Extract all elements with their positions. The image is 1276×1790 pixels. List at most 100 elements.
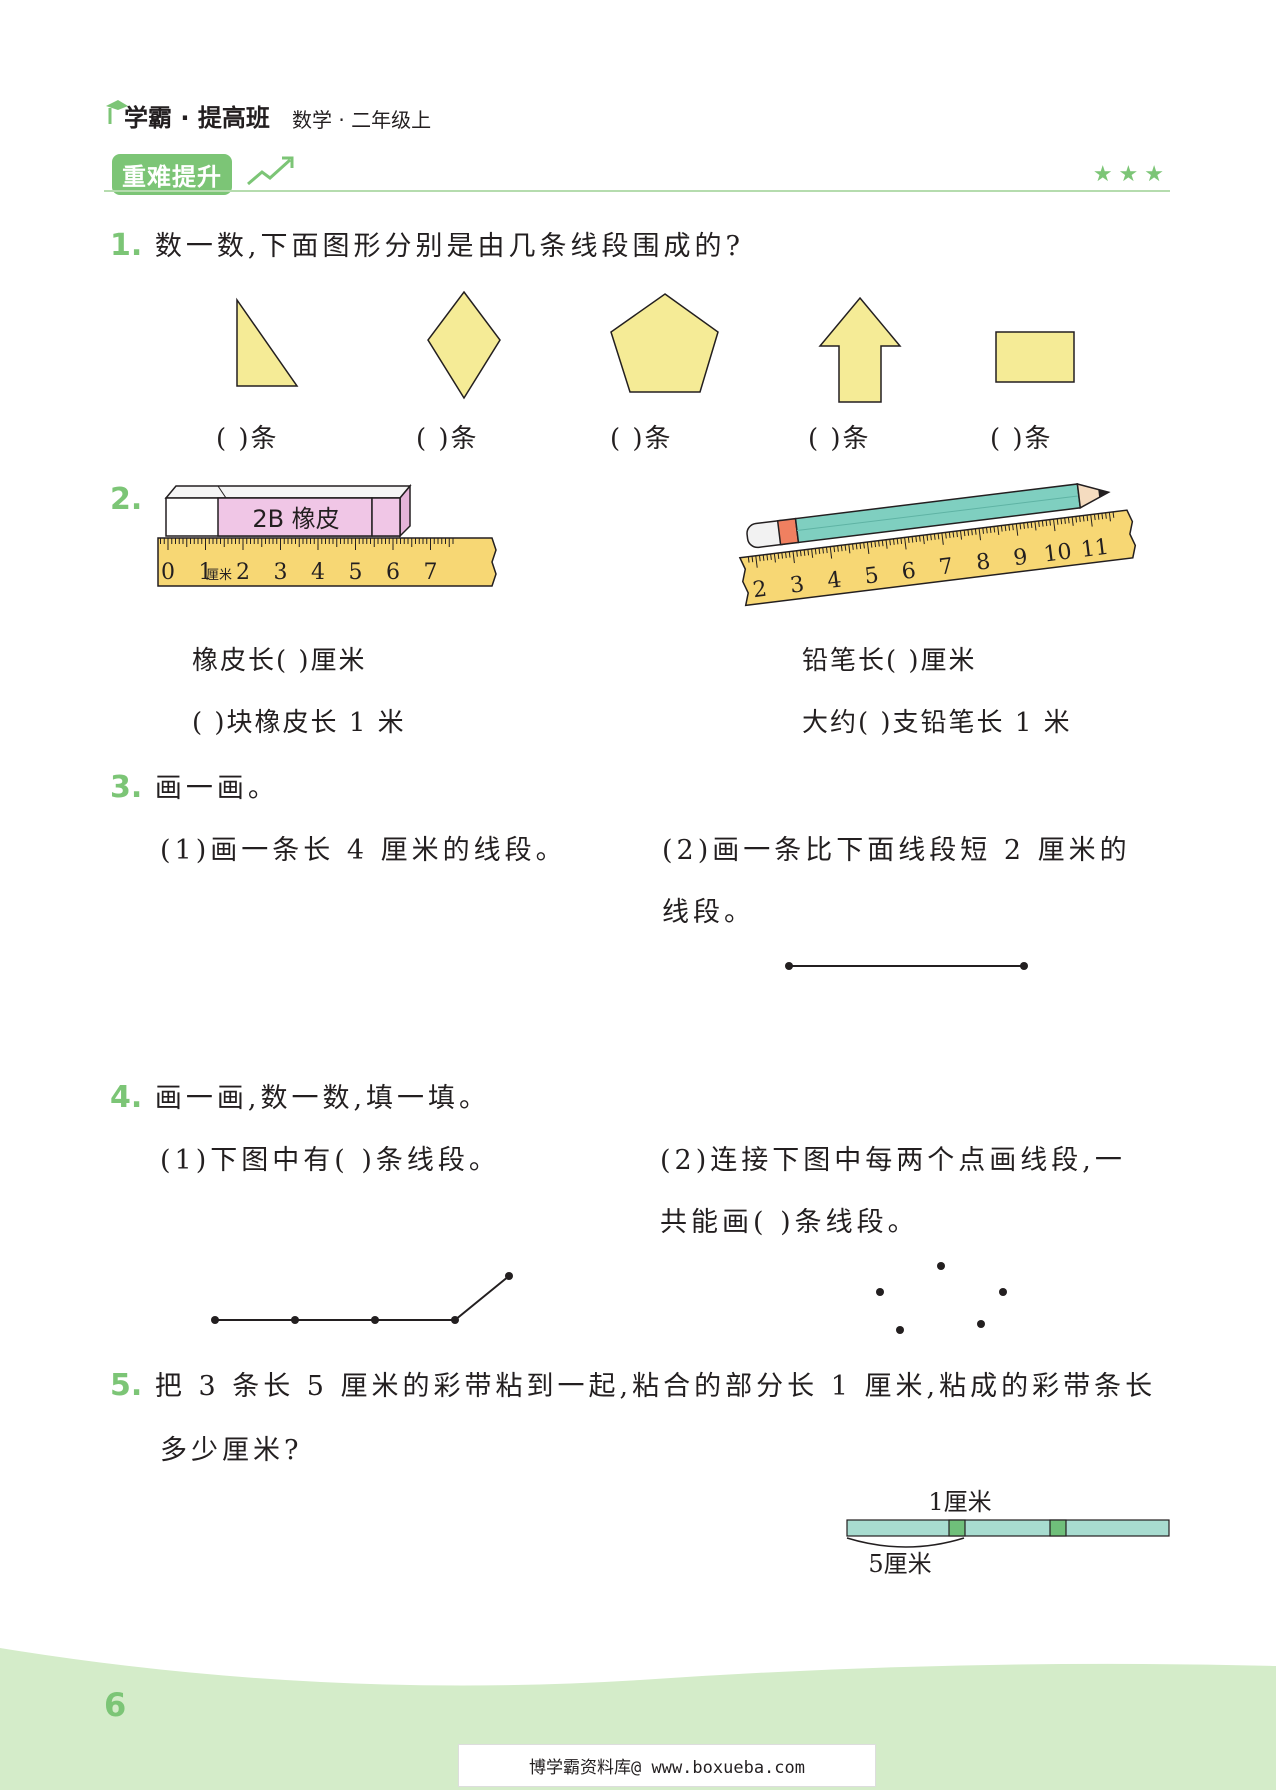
ruler-tick xyxy=(1064,517,1066,524)
ruler-tick xyxy=(1038,520,1040,528)
ruler-tick xyxy=(933,533,936,540)
ruler-label: 6 xyxy=(900,558,917,585)
ruler-label: 8 xyxy=(975,549,992,576)
q3-drawing-area[interactable] xyxy=(160,880,620,1040)
ruler-tick xyxy=(1105,512,1107,519)
ruler-tick xyxy=(874,541,877,548)
ruler-tick xyxy=(792,551,795,564)
q1-answer-4[interactable]: ( )条 xyxy=(808,424,871,454)
ruler-tick xyxy=(837,545,839,552)
ruler-tick xyxy=(900,537,903,544)
ruler-tick xyxy=(952,531,955,538)
ruler-tick xyxy=(859,542,862,549)
q1-answer-1[interactable]: ( )条 xyxy=(216,424,279,454)
ruler-tick xyxy=(751,556,754,563)
ruler-label: 1 xyxy=(199,560,213,585)
ruler-tick xyxy=(1049,519,1052,526)
subject-title: 数学 · 二年级上 xyxy=(292,108,432,132)
ruler-tick xyxy=(959,530,963,540)
ruler-label: 0 xyxy=(161,560,175,585)
question-number: 5. xyxy=(110,1368,143,1403)
ruler-tick xyxy=(1086,515,1089,522)
ruler-tick xyxy=(1045,520,1048,527)
ruler-tick xyxy=(967,529,970,536)
ruler-tick xyxy=(840,545,843,552)
ruler-tick xyxy=(1012,524,1014,531)
ruler-tick xyxy=(963,530,966,537)
q4-dots-figure[interactable] xyxy=(860,1254,1020,1344)
ruler-tick xyxy=(974,528,977,535)
ruler-tick xyxy=(1090,514,1093,527)
arrow-shape xyxy=(818,296,902,403)
ruler-tick xyxy=(833,546,836,553)
ruler-tick xyxy=(829,546,833,559)
ruler-tick xyxy=(896,538,899,545)
ruler-2-ticks xyxy=(747,511,1115,568)
ruler-tick xyxy=(788,551,791,558)
ruler-tick xyxy=(1067,517,1070,524)
right-triangle-shape xyxy=(236,297,299,387)
ruler-tick xyxy=(889,539,891,546)
eraser-count-answer[interactable]: ( )块橡皮长 1 米 xyxy=(192,708,406,738)
ruler-tick xyxy=(1030,521,1033,528)
length-label: 5厘米 xyxy=(868,1550,931,1578)
ruler-tick xyxy=(930,534,932,541)
ruler-tick xyxy=(1097,513,1100,520)
question-4: 4. 画一画,数一数,填一填。 xyxy=(110,1076,490,1115)
page-number: 6 xyxy=(104,1686,127,1724)
ruler-label: 11 xyxy=(1080,535,1111,563)
footer-wave xyxy=(0,1648,1276,1790)
question-number: 1. xyxy=(110,228,143,263)
section-tag-label: 重难提升 xyxy=(122,163,222,191)
ruler-tick xyxy=(799,550,802,557)
ruler-tick xyxy=(1008,524,1011,531)
ruler-tick xyxy=(747,556,750,563)
ruler-label: 6 xyxy=(386,560,400,585)
question-5-line-2: 多少厘米? xyxy=(160,1435,303,1466)
ruler-tick xyxy=(1034,521,1037,531)
ruler-tick xyxy=(796,550,798,557)
q4-part-2-line-2[interactable]: 共能画( )条线段。 xyxy=(660,1207,919,1238)
ruler-tick xyxy=(1071,516,1074,526)
pencil-length-answer[interactable]: 铅笔长( )厘米 xyxy=(802,646,977,676)
ribbon-figure: 1厘米 5厘米 xyxy=(846,1488,1170,1578)
ruler-label: 2 xyxy=(236,560,250,585)
q1-answer-5[interactable]: ( )条 xyxy=(990,424,1053,454)
ruler-tick xyxy=(811,548,814,558)
ruler-tick xyxy=(773,553,776,563)
eraser-label: 2B 橡皮 xyxy=(252,505,339,533)
ruler-tick xyxy=(844,544,847,551)
ruler-tick xyxy=(1082,515,1085,522)
ruler-label: 2 xyxy=(751,577,768,604)
eraser-length-answer[interactable]: 橡皮长( )厘米 xyxy=(192,646,367,676)
pencil-count-answer[interactable]: 大约( )支铅笔长 1 米 xyxy=(802,708,1072,738)
trend-arrow-icon xyxy=(247,156,294,186)
ruler-1-ticks xyxy=(160,538,454,550)
q1-answer-2[interactable]: ( )条 xyxy=(416,424,479,454)
ruler-tick xyxy=(948,531,951,538)
q1-answer-3[interactable]: ( )条 xyxy=(610,424,673,454)
section-tag: 重难提升 xyxy=(112,154,232,195)
ruler-tick xyxy=(1019,523,1022,530)
ruler-tick xyxy=(848,544,851,554)
ruler-tick xyxy=(1093,514,1096,521)
q3-part-1: (1)画一条长 4 厘米的线段。 xyxy=(160,835,567,866)
question-number: 3. xyxy=(110,770,143,805)
ruler-tick xyxy=(945,532,947,539)
ruler-tick xyxy=(807,549,810,556)
ruler-tick xyxy=(870,541,873,548)
ruler-tick xyxy=(1026,522,1029,529)
question-2-number: 2. xyxy=(110,482,143,517)
q4-part-1[interactable]: (1)下图中有( )条线段。 xyxy=(160,1145,500,1176)
ruler-tick xyxy=(755,555,758,568)
ruler-tick xyxy=(863,542,865,549)
question-number: 4. xyxy=(110,1080,143,1115)
ruler-tick xyxy=(1075,516,1078,523)
ruler-tick xyxy=(785,552,787,559)
ruler-tick xyxy=(978,528,982,541)
ruler-tick xyxy=(878,540,880,547)
question-text: 画一画。 xyxy=(154,773,279,804)
q4-part-2-line-1: (2)连接下图中每两个点画线段,一 xyxy=(660,1145,1126,1176)
